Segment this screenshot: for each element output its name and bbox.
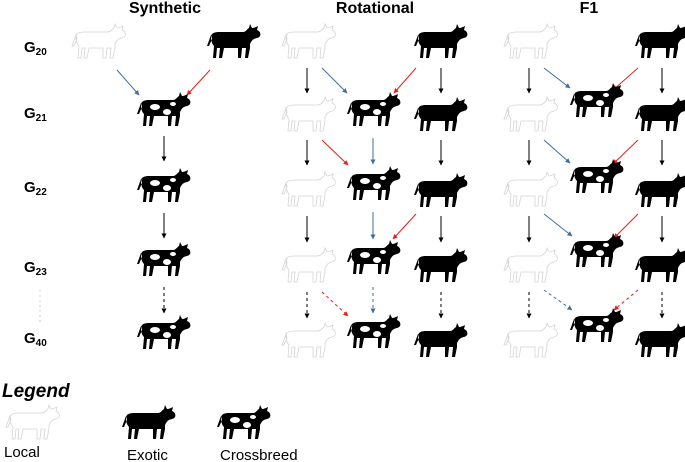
exotic-cow-icon — [414, 248, 468, 282]
arrow-red — [321, 139, 349, 166]
local-cow-icon — [281, 247, 336, 283]
local-cow-icon — [503, 171, 558, 207]
local-cow-icon — [503, 247, 558, 283]
crossbreed-cow-icon — [347, 240, 401, 274]
generation-label-g21: G21 — [24, 105, 47, 124]
crossbreed-cow-icon — [347, 314, 401, 348]
exotic-cow-icon — [635, 323, 685, 357]
exotic-cow-icon — [414, 323, 468, 357]
legend-crossbreed-cow-icon — [217, 405, 271, 439]
crossbreed-cow-icon — [137, 92, 191, 126]
crossbreed-cow-icon — [347, 92, 401, 126]
arrow-blue-dashed — [543, 289, 573, 311]
rotational-scheme — [281, 23, 468, 358]
generation-label-g22: G22 — [24, 179, 47, 198]
crossbreed-cow-icon — [137, 168, 191, 202]
crossbreed-cow-icon — [570, 159, 624, 193]
exotic-cow-icon — [635, 97, 685, 131]
arrow-red — [612, 139, 639, 165]
crossbreed-cow-icon — [570, 83, 624, 117]
exotic-cow-icon — [414, 173, 468, 207]
arrow-blue — [116, 69, 140, 96]
arrow-blue — [543, 139, 571, 164]
crossbreed-cow-icon — [570, 308, 624, 342]
exotic-cow-icon — [635, 173, 685, 207]
exotic-cow-icon — [635, 24, 685, 58]
generation-label-g40: G40 — [24, 330, 47, 349]
legend-title: Legend — [2, 381, 70, 402]
column-title-f1: F1 — [580, 0, 599, 17]
arrow-red — [612, 67, 639, 91]
crossbreed-cow-icon — [347, 166, 401, 200]
arrow-red — [392, 213, 417, 240]
local-cow-icon — [503, 322, 558, 358]
exotic-cow-icon — [207, 24, 261, 58]
exotic-cow-icon — [414, 97, 468, 131]
legend: Legend Local Exotic Crossbreed — [2, 381, 298, 462]
legend-label-crossbreed: Crossbreed — [220, 447, 298, 462]
legend-label-local: Local — [4, 444, 40, 461]
exotic-cow-icon — [635, 248, 685, 282]
arrow-red-dashed — [613, 289, 639, 311]
local-cow-icon — [281, 171, 336, 207]
crossbreed-cow-icon — [137, 315, 191, 349]
column-title-rotational: Rotational — [336, 0, 414, 17]
arrow-red-dashed — [321, 291, 349, 317]
local-cow-icon — [281, 96, 336, 132]
local-cow-icon — [71, 23, 126, 59]
generation-label-g20: G20 — [24, 39, 47, 58]
column-title-synthetic: Synthetic — [129, 0, 201, 17]
generation-label-g23: G23 — [24, 259, 47, 278]
arrow-red — [613, 213, 639, 239]
legend-exotic-cow-icon — [122, 405, 176, 439]
crossbreed-cow-icon — [137, 242, 191, 276]
exotic-cow-icon — [414, 24, 468, 58]
arrow-blue — [543, 213, 573, 237]
arrow-blue — [321, 67, 348, 94]
arrow-blue — [543, 67, 571, 89]
local-cow-icon — [281, 322, 336, 358]
crossbreed-cow-icon — [570, 233, 624, 267]
synthetic-scheme — [71, 23, 261, 349]
legend-label-exotic: Exotic — [127, 447, 168, 462]
local-cow-icon — [281, 23, 336, 59]
arrow-red — [393, 67, 417, 94]
local-cow-icon — [503, 96, 558, 132]
f1-scheme — [503, 23, 685, 358]
arrow-red — [186, 69, 211, 96]
legend-local-cow-icon — [5, 404, 60, 440]
local-cow-icon — [503, 23, 558, 59]
